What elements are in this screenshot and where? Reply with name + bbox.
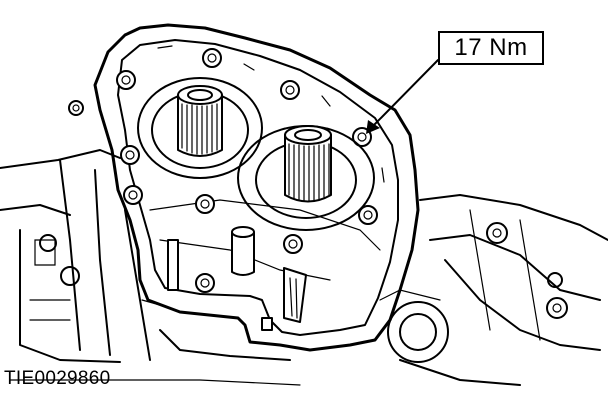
transmission-housing-left <box>0 149 301 386</box>
callout-leader <box>366 59 439 134</box>
selector-shaft <box>167 226 307 331</box>
torque-value-label: 17 Nm <box>454 34 528 61</box>
bolt <box>116 70 136 90</box>
bolt <box>358 205 378 225</box>
bolt <box>68 100 84 116</box>
bolt <box>283 234 303 254</box>
bolt <box>202 48 222 68</box>
bolt <box>120 145 140 165</box>
bolt <box>123 185 143 205</box>
torque-callout: 17 Nm <box>438 31 544 65</box>
bolt <box>280 80 300 100</box>
flange-details <box>141 45 385 306</box>
output-shaft-right <box>284 125 332 203</box>
bolt <box>195 194 215 214</box>
transmission-housing-right <box>379 194 608 386</box>
cover-bolts <box>68 48 378 293</box>
bolt <box>195 273 215 293</box>
figure-reference-id: TIE0029860 <box>4 368 111 389</box>
input-shaft-left <box>177 85 223 157</box>
